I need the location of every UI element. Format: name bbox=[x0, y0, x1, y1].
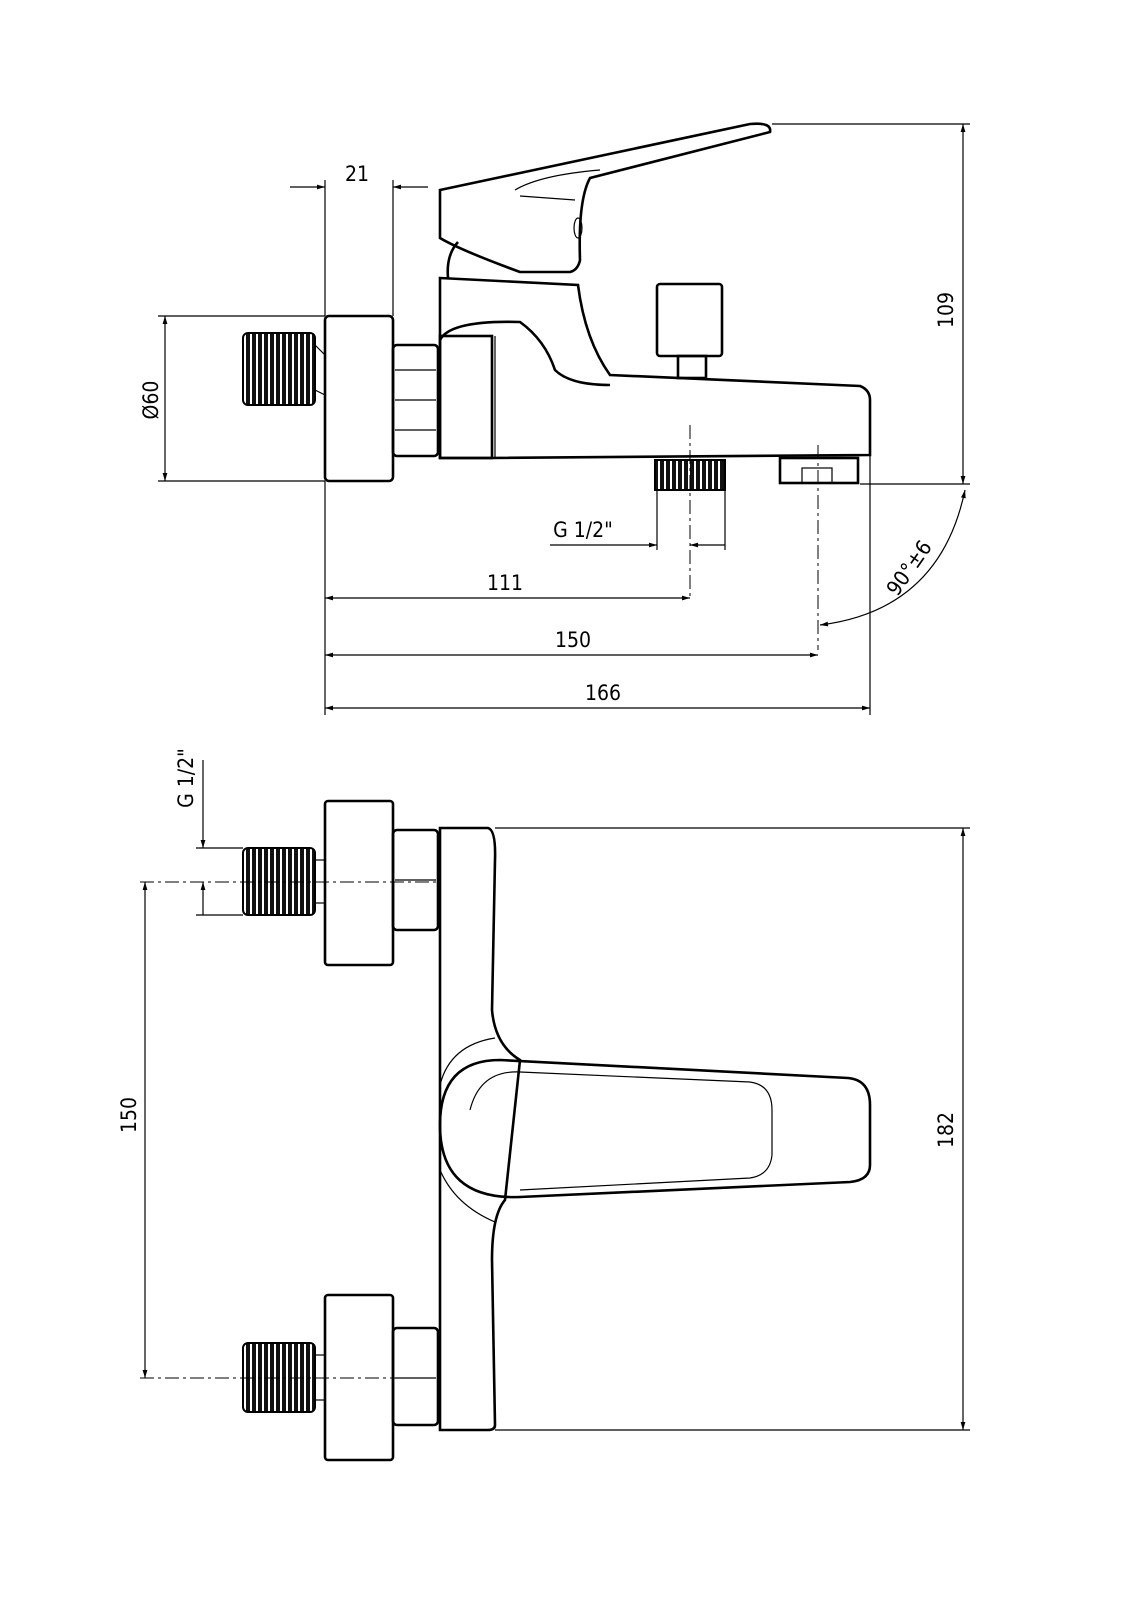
dim-label: G 1/2" bbox=[174, 748, 198, 808]
dim-label: G 1/2" bbox=[553, 518, 613, 542]
dim-label: 150 bbox=[555, 628, 591, 652]
dim-overall-length: 166 bbox=[325, 681, 870, 711]
side-inlet-thread bbox=[242, 332, 316, 406]
dim-label: 150 bbox=[117, 1097, 141, 1133]
side-hex-nut bbox=[391, 343, 440, 458]
connector-line bbox=[314, 344, 326, 356]
connector-line bbox=[314, 389, 326, 396]
dim-label: 166 bbox=[585, 681, 621, 705]
dim-to-outlet: 111 bbox=[325, 571, 690, 601]
dim-label: Ø60 bbox=[139, 381, 163, 420]
dim-body-height: 182 bbox=[495, 827, 970, 1431]
dim-to-spout: 150 bbox=[325, 628, 818, 658]
dim-label: 21 bbox=[345, 162, 369, 186]
dim-flange-diameter: Ø60 bbox=[139, 315, 325, 482]
side-aerator bbox=[778, 456, 860, 485]
side-mixer-body bbox=[438, 241, 872, 460]
dim-inlet-spacing: 150 bbox=[117, 882, 148, 1378]
side-lever-handle bbox=[438, 122, 772, 274]
side-wall-flange bbox=[323, 314, 395, 483]
dim-label: 109 bbox=[934, 292, 958, 328]
dim-spout-angle: 90°±6 bbox=[819, 489, 966, 627]
dim-outlet-thread: G 1/2" bbox=[550, 490, 726, 550]
dim-label: 182 bbox=[934, 1112, 958, 1148]
front-lever-handle[interactable] bbox=[438, 1058, 872, 1199]
dim-height: 109 bbox=[772, 123, 970, 485]
front-view: G 1/2" 150 182 bbox=[117, 748, 970, 1462]
dim-label: 111 bbox=[487, 571, 523, 595]
dim-flange-depth: 21 bbox=[290, 162, 428, 316]
side-diverter-knob[interactable] bbox=[655, 282, 724, 380]
side-view: 21 Ø60 109 G 1/2" 111 150 166 90°±6 bbox=[139, 122, 970, 715]
front-mixer-body bbox=[438, 826, 522, 1432]
dim-inlet-thread: G 1/2" bbox=[174, 748, 243, 916]
front-top-inlet bbox=[242, 799, 440, 967]
